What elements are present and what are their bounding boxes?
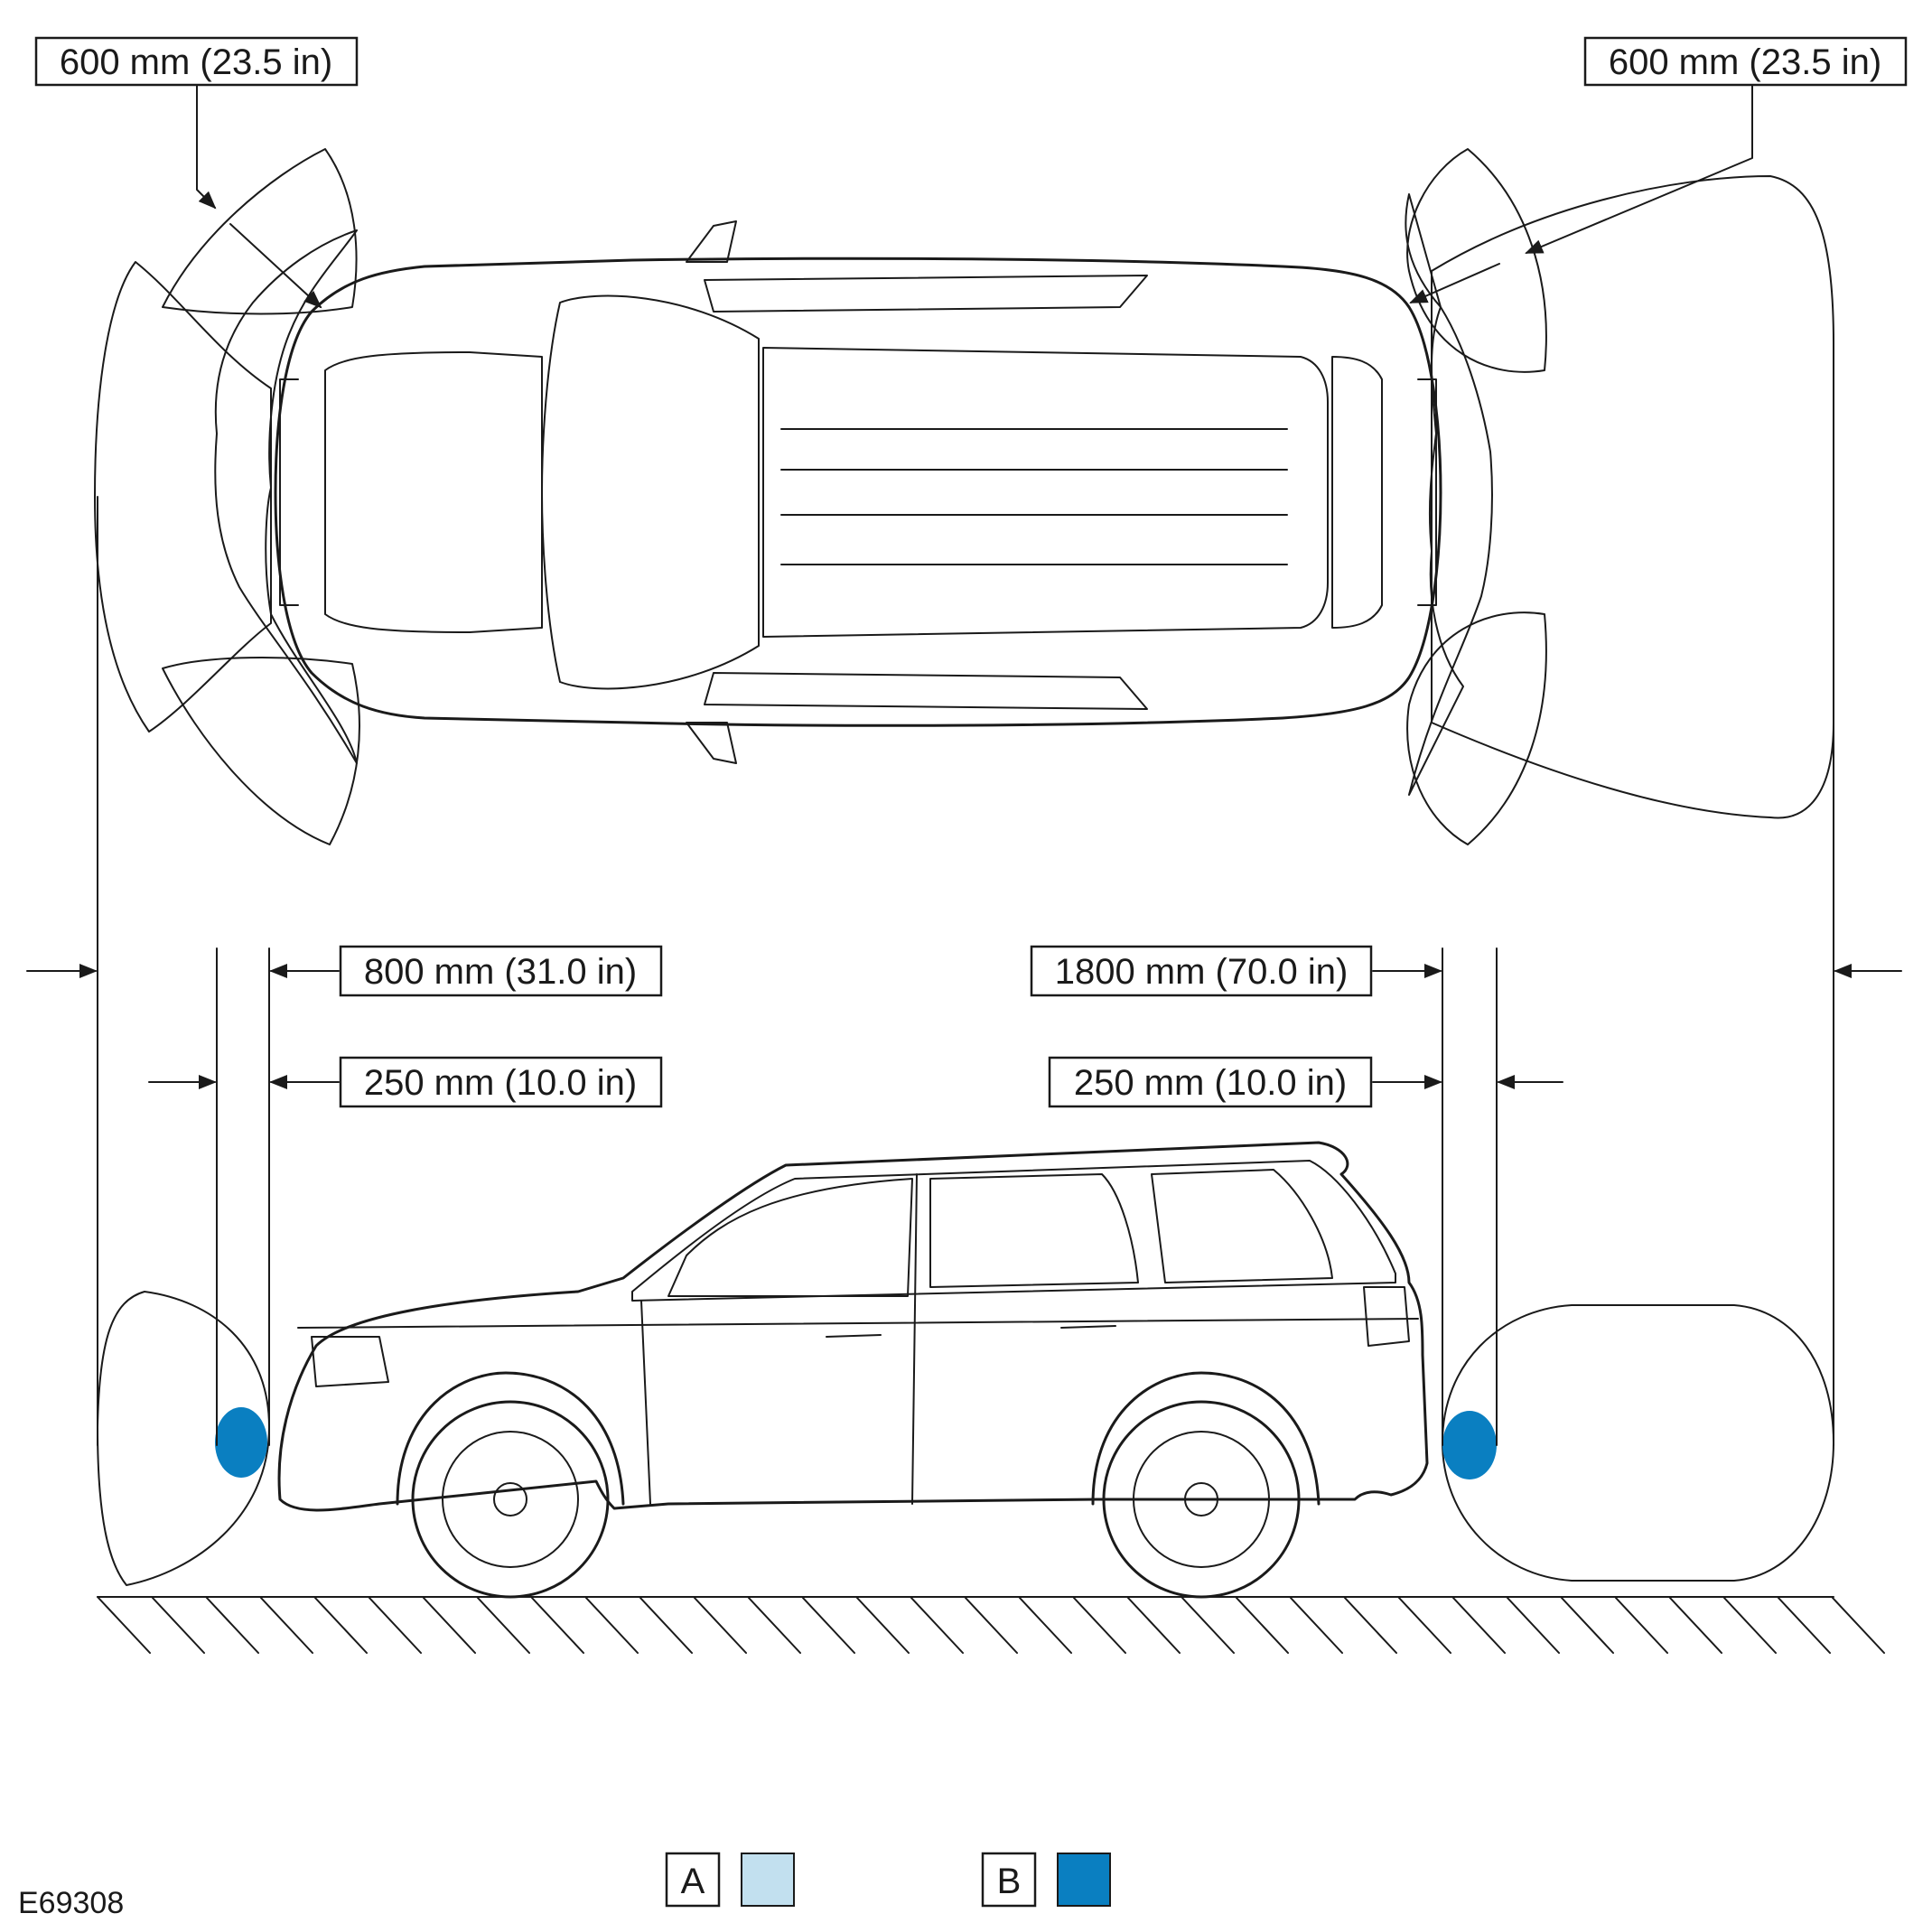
ground-hatch [1289, 1596, 1343, 1654]
ground-hatch [1560, 1596, 1614, 1654]
rear-bumper-top [1417, 378, 1437, 606]
dim-front-corner: 600 mm (23.5 in) [34, 36, 359, 87]
side-rear-zone-b [1442, 1411, 1497, 1479]
door-handle-rear [1060, 1325, 1116, 1329]
ground-hatch [1126, 1596, 1181, 1654]
ground-hatch [1343, 1596, 1397, 1654]
mirror-lower [686, 722, 737, 764]
ground-hatch [1451, 1596, 1506, 1654]
body-crease [297, 1318, 1419, 1329]
dim-rear-corner-text: 600 mm (23.5 in) [1609, 42, 1881, 82]
ground-hatch [584, 1596, 639, 1654]
ground-hatch [476, 1596, 530, 1654]
ground-hatch [855, 1596, 910, 1654]
ground-hatch [964, 1596, 1018, 1654]
ground-hatch [313, 1596, 368, 1654]
car-top-hood [324, 351, 543, 633]
ground-hatch [1777, 1596, 1831, 1654]
headlamp [311, 1336, 389, 1387]
dim-front-range: 800 mm (31.0 in) [339, 945, 663, 997]
rear-wheel-arch [1091, 1371, 1321, 1506]
ground-hatch [205, 1596, 259, 1654]
front-bumper-top [279, 378, 299, 606]
door-split-b [640, 1300, 651, 1505]
dim-rear-range: 1800 mm (70.0 in) [1030, 945, 1373, 997]
dimension-arrows [26, 79, 1902, 1089]
side-view-zones [97, 1291, 1834, 1586]
front-zone-a-outer [94, 261, 272, 733]
top-view-front-zones [94, 148, 360, 845]
car-side-view [277, 1141, 1429, 1599]
door-split-a [911, 1173, 918, 1505]
ground-hatch [747, 1596, 801, 1654]
car-side-greenhouse [631, 1160, 1396, 1302]
tail-lamp [1363, 1286, 1410, 1347]
side-rear-zone-a [1442, 1304, 1834, 1582]
quarter-window [1151, 1169, 1333, 1283]
ground-hatch [530, 1596, 584, 1654]
ground-hatch [639, 1596, 693, 1654]
dim-rear-corner: 600 mm (23.5 in) [1583, 36, 1908, 87]
car-top-view [274, 220, 1442, 764]
ground-hatch [1397, 1596, 1451, 1654]
dim-rear-close-text: 250 mm (10.0 in) [1074, 1063, 1347, 1103]
door-handle-front [826, 1334, 882, 1338]
dim-front-corner-text: 600 mm (23.5 in) [60, 42, 332, 82]
ground-hatch [1831, 1596, 1885, 1654]
mirror-upper [686, 220, 737, 263]
car-top-body [274, 257, 1442, 727]
ground-hatch [801, 1596, 855, 1654]
legend-b-label: B [997, 1862, 1022, 1901]
dim-rear-close: 250 mm (10.0 in) [1048, 1056, 1373, 1108]
ground-hatch [910, 1596, 964, 1654]
ground-hatch [1614, 1596, 1668, 1654]
car-top-roof [762, 347, 1329, 638]
ground-hatch [1668, 1596, 1722, 1654]
ground-hatch [97, 1596, 151, 1654]
ground-hatch [1181, 1596, 1235, 1654]
car-top-windshield [541, 294, 760, 690]
front-corner-zone-upper [162, 148, 358, 315]
rear-corner-zone-lower [1406, 611, 1547, 845]
ground-hatch [1235, 1596, 1289, 1654]
ground-hatch [1072, 1596, 1126, 1654]
dim-front-range-text: 800 mm (31.0 in) [364, 952, 637, 992]
car-top-rear-window [1331, 356, 1383, 629]
side-front-zone-b [215, 1407, 267, 1478]
front-wheel [411, 1400, 610, 1599]
legend-a-swatch [741, 1853, 795, 1907]
dim-rear-range-text: 1800 mm (70.0 in) [1055, 952, 1349, 992]
legend-b-swatch [1057, 1853, 1111, 1907]
ground-hatch [259, 1596, 313, 1654]
ground-hatch [368, 1596, 422, 1654]
ground-hatch [1722, 1596, 1777, 1654]
front-corner-zone-lower [162, 657, 360, 845]
roof-rails [780, 428, 1288, 565]
car-top-side-windows-lower [704, 672, 1148, 710]
front-door-window [667, 1178, 913, 1297]
ground-hatch [151, 1596, 205, 1654]
top-view-rear-zones [1405, 148, 1834, 845]
ground-hatch [422, 1596, 476, 1654]
rear-zone-b [1405, 193, 1493, 796]
rear-corner-zone-upper [1406, 148, 1547, 373]
dim-front-close-text: 250 mm (10.0 in) [364, 1063, 637, 1103]
ground-line [97, 1596, 1885, 1654]
rear-door-window [929, 1173, 1139, 1288]
legend: A B [665, 1852, 1111, 1908]
ground-hatch [693, 1596, 747, 1654]
front-zone-b [214, 229, 358, 764]
dim-front-close: 250 mm (10.0 in) [339, 1056, 663, 1108]
front-wheel-arch [396, 1371, 625, 1506]
rear-zone-a-outer [1431, 175, 1834, 819]
ground-hatch [1506, 1596, 1560, 1654]
ground-hatch [1018, 1596, 1072, 1654]
car-top-side-windows-upper [704, 275, 1148, 313]
legend-a-label: A [681, 1862, 705, 1901]
figure-id: E69308 [18, 1886, 124, 1920]
car-side-body [277, 1141, 1429, 1512]
